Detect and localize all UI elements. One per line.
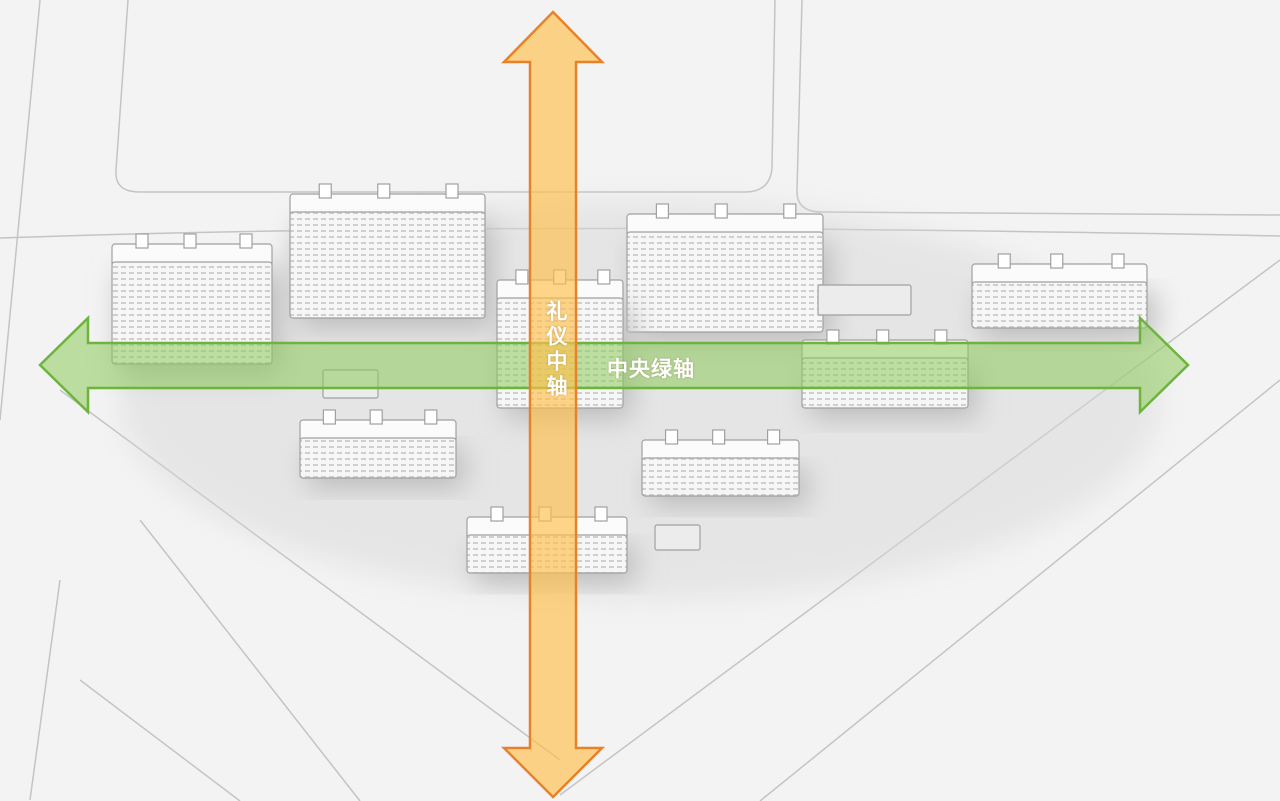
green-axis-label: 中央绿轴 [607,357,695,381]
roof-core [712,429,726,445]
ceremonial-axis-label: 礼仪中轴 [544,300,568,400]
roof-core [714,203,728,219]
roof-core [597,269,611,285]
building-2 [289,211,486,319]
low-rise-building [817,284,912,316]
roof-core [318,183,332,199]
roof-core [183,233,197,249]
roof-core [322,409,336,425]
building-7 [299,437,457,479]
roof-core [664,429,679,445]
roof-core [135,233,149,249]
roof-core [369,409,383,425]
roof-core [1050,253,1064,269]
roof-core [997,253,1011,269]
roof-core [783,203,797,219]
building-4 [971,281,1148,329]
roof-core [594,506,608,522]
roof-core [1111,253,1125,269]
green-axis-arrow [38,315,1190,415]
roof-core [239,233,253,249]
low-rise-building [654,524,701,551]
roof-core [377,183,391,199]
roof-core [445,183,459,199]
building-8 [641,457,800,497]
ceremonial-axis-arrow [500,10,606,799]
roof-core [490,506,504,522]
roof-core [655,203,670,219]
building-3 [626,231,824,333]
roof-core [515,269,529,285]
roof-core [766,429,781,445]
roof-core [424,409,438,425]
